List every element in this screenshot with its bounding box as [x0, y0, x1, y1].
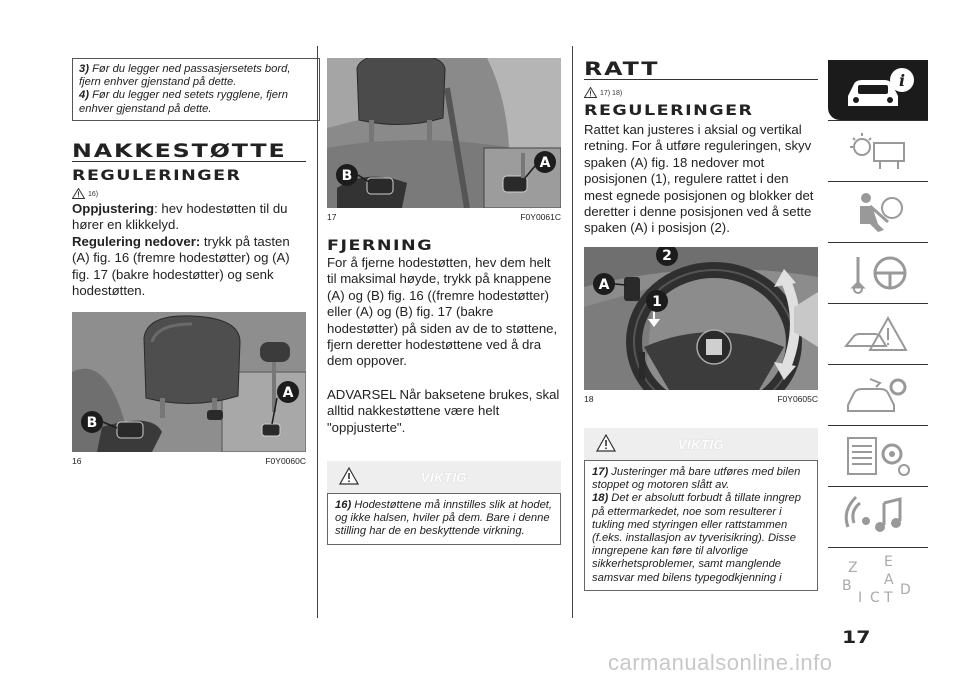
- sidebar-item-airbag[interactable]: [828, 181, 928, 242]
- sidebar-item-key-steering[interactable]: [828, 242, 928, 303]
- chapter-sidebar: i: [828, 60, 928, 608]
- index-letter: T: [883, 590, 893, 606]
- viktig-label: VIKTIG: [677, 436, 725, 452]
- sidebar-item-car-info[interactable]: i: [828, 60, 928, 120]
- figure-code: F0Y0061C: [520, 212, 561, 222]
- paragraph-advarsel: ADVARSEL Når baksetene brukes, skal allt…: [327, 387, 560, 435]
- viktig-header: VIKTIG: [584, 428, 818, 460]
- subtitle-fjerning: FJERNING: [327, 238, 434, 254]
- sidebar-item-multimedia[interactable]: [828, 486, 928, 547]
- note-17: 17) Justeringer må bare utføres med bile…: [592, 466, 801, 492]
- note-3: 3) Før du legger ned passasjersetets bor…: [79, 63, 291, 89]
- section-title-nakkestotte: NAKKESTØTTE: [72, 140, 287, 162]
- figure-17-image: B A: [327, 58, 561, 208]
- figure-number: 16: [72, 456, 82, 466]
- viktig-text: 16) Hodestøttene må innstilles slik at h…: [327, 493, 561, 545]
- figure-label-b: B: [87, 415, 98, 431]
- subtitle-reguleringer: REGULERINGER: [72, 168, 242, 184]
- figure-18-image: 2 1 A: [584, 247, 818, 390]
- paragraph-oppjustering: Oppjustering: hev hodestøtten til du hør…: [72, 201, 290, 299]
- index-letter: E: [884, 554, 893, 570]
- viktig-header: VIKTIG: [327, 461, 561, 493]
- figure-label-a: A: [599, 277, 610, 293]
- title-rule: [584, 79, 818, 80]
- figure-number: 17: [327, 212, 337, 222]
- sidebar-item-maintenance[interactable]: [828, 364, 928, 425]
- index-letter: A: [884, 572, 894, 588]
- figure-code: F0Y0060C: [265, 456, 306, 466]
- multimedia-icon: [844, 495, 902, 532]
- paragraph-ratt: Rattet kan justeres i aksial og vertikal…: [584, 122, 814, 236]
- figure-label-1: 1: [652, 294, 662, 310]
- viktig-box-17-18: VIKTIG 17) Justeringer må bare utføres m…: [584, 428, 818, 591]
- viktig-text: 17) Justeringer må bare utføres med bile…: [584, 460, 818, 591]
- subtitle-reguleringer: REGULERINGER: [584, 103, 754, 119]
- figure-label-2: 2: [662, 248, 672, 264]
- sidebar-item-road-warning[interactable]: [828, 303, 928, 364]
- figure-17-caption: 17 F0Y0061C: [327, 212, 561, 222]
- car-info-icon: i: [848, 68, 914, 106]
- airbag-icon: [860, 193, 903, 232]
- sidebar-item-dashboard[interactable]: [828, 120, 928, 181]
- figure-label-a: A: [540, 155, 551, 171]
- figure-18-caption: 18 F0Y0605C: [584, 394, 818, 404]
- notes-box-3-4: 3) Før du legger ned passasjersetets bor…: [72, 58, 320, 121]
- key-steering-icon: [850, 256, 907, 294]
- note-18: 18) Det er absolutt forbudt å tillate in…: [592, 492, 801, 584]
- svg-text:i: i: [899, 71, 905, 90]
- index-letter: I: [858, 590, 862, 606]
- dashboard-lights-icon: [850, 133, 905, 169]
- watermark: carmanualsonline.info: [608, 650, 833, 675]
- index-letter: Z: [848, 560, 858, 576]
- index-letter: B: [842, 578, 852, 594]
- ref-marker: 17) 18): [583, 85, 818, 103]
- warning-triangle-icon: [583, 86, 598, 98]
- sidebar-item-settings-list[interactable]: [828, 425, 928, 486]
- section-title-ratt: RATT: [584, 58, 660, 80]
- viktig-label: VIKTIG: [420, 469, 468, 485]
- figure-code: F0Y0605C: [777, 394, 818, 404]
- settings-list-icon: [847, 437, 910, 476]
- index-letter: D: [900, 582, 911, 598]
- warning-triangle-icon: [339, 467, 359, 485]
- paragraph-fjerning: For å fjerne hodestøtten, hev dem helt t…: [327, 255, 558, 369]
- column-separator: [317, 46, 318, 618]
- warning-triangle-icon: [596, 434, 616, 452]
- figure-16-caption: 16 F0Y0060C: [72, 456, 306, 466]
- sidebar-item-index[interactable]: Z E B A I C T D: [828, 547, 928, 608]
- viktig-box-16: VIKTIG 16) Hodestøttene må innstilles sl…: [327, 461, 561, 545]
- ref-marker: 16): [71, 186, 306, 204]
- warning-triangle-icon: [71, 187, 86, 199]
- note-4: 4) Før du legger ned setets rygglene, fj…: [79, 89, 288, 115]
- index-letter: C: [870, 590, 880, 606]
- wrench-car-icon: [847, 378, 907, 412]
- title-rule: [72, 161, 306, 162]
- figure-16-image: B A: [72, 312, 306, 452]
- figure-label-a: A: [283, 385, 294, 401]
- figure-number: 18: [584, 394, 594, 404]
- page-number: 17: [842, 628, 871, 648]
- road-warning-icon: [843, 315, 908, 351]
- index-letters-icon: Z E B A I C T D: [842, 554, 911, 606]
- figure-label-b: B: [342, 168, 353, 184]
- column-separator: [572, 46, 573, 618]
